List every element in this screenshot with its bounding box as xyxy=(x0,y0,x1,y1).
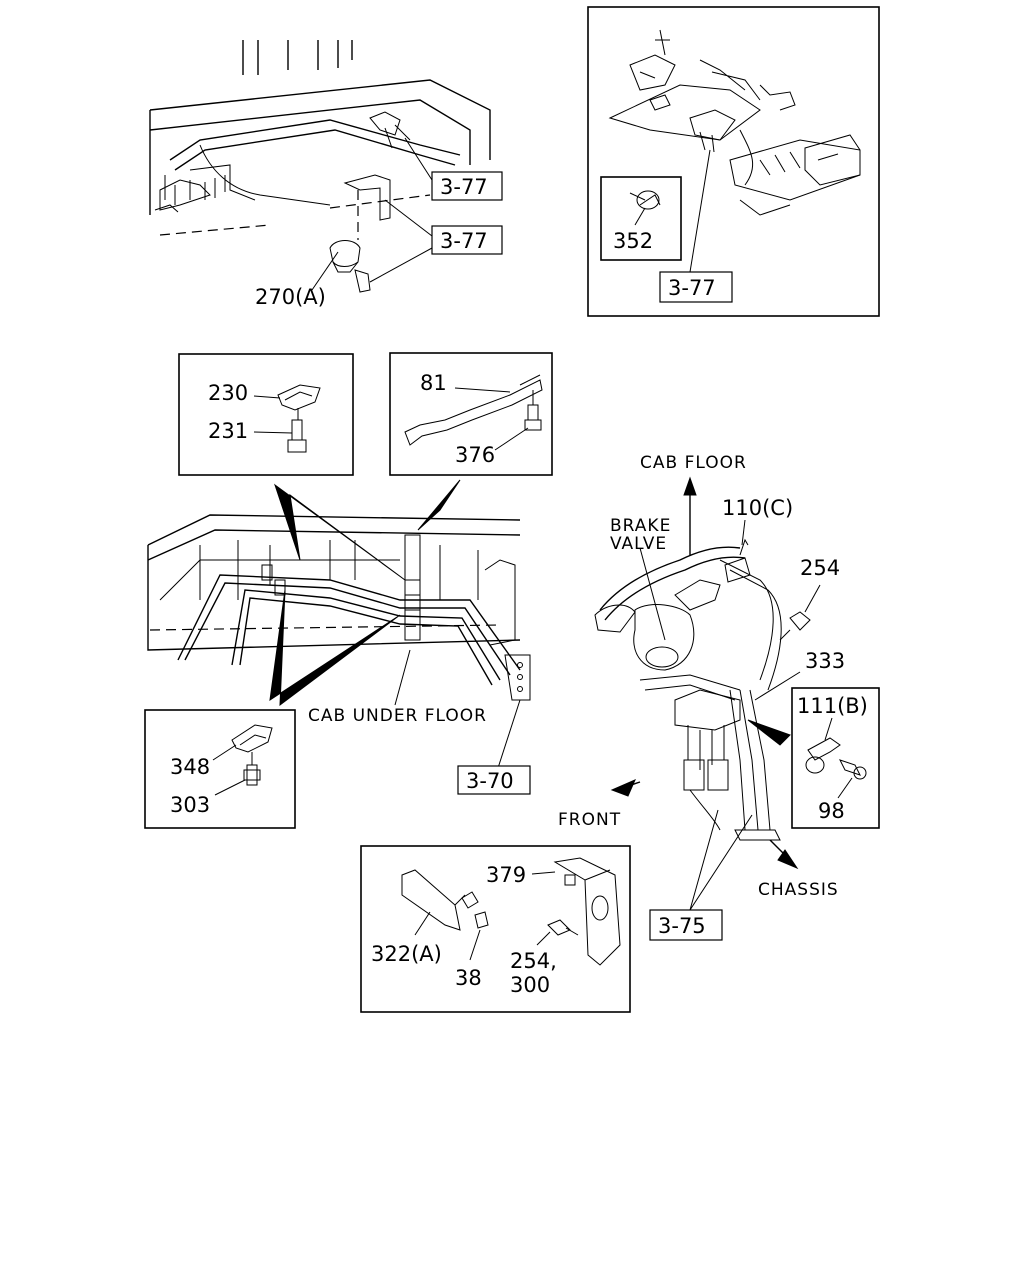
part-label-348: 348 xyxy=(170,755,210,779)
clip-230-bolt-231-drawing xyxy=(253,384,321,453)
part-label-270a: 270(A) xyxy=(255,285,326,309)
detail-box-111b-98 xyxy=(791,687,880,829)
part-label-379: 379 xyxy=(486,863,526,887)
cab-under-floor-assembly xyxy=(147,479,531,769)
clip-348-bolt-303-drawing xyxy=(212,724,273,796)
part-label-111b: 111(B) xyxy=(797,694,868,718)
part-label-230: 230 xyxy=(208,381,248,405)
detail-box-230-231 xyxy=(178,353,354,476)
clip-352-drawing xyxy=(629,190,661,226)
part-label-333: 333 xyxy=(805,649,845,673)
part-label-38: 38 xyxy=(455,966,482,990)
part-label-376: 376 xyxy=(455,443,495,467)
part-label-81: 81 xyxy=(420,371,447,395)
ref-label-1: 3-77 xyxy=(440,175,488,199)
part-label-98: 98 xyxy=(818,799,845,823)
ref-label-3: 3-77 xyxy=(668,276,716,300)
annotation-brake-valve-line1: BRAKE xyxy=(610,516,671,536)
ref-label-2: 3-77 xyxy=(440,229,488,253)
annotation-cab-floor: CAB FLOOR xyxy=(640,453,747,473)
ref-box-1 xyxy=(431,171,503,201)
detail-box-top-right xyxy=(587,6,880,317)
ref-label-4: 3-70 xyxy=(466,769,514,793)
annotation-chassis: CHASSIS xyxy=(758,880,839,900)
brackets-379-322a-drawing xyxy=(401,857,621,966)
ref-box-3 xyxy=(659,271,733,303)
brake-valve-assembly xyxy=(594,476,821,911)
part-label-110c: 110(C) xyxy=(722,496,793,520)
bracket-81-bolt-376-drawing xyxy=(404,374,543,451)
annotation-brake-valve-line2: VALVE xyxy=(610,534,667,554)
part-label-254: 254 xyxy=(800,556,840,580)
detail-box-81-376 xyxy=(389,352,553,476)
clip-111b-bolt-98-drawing xyxy=(805,717,867,799)
ref-box-2 xyxy=(431,225,503,255)
part-label-254-line1: 254, xyxy=(510,949,557,973)
part-label-231: 231 xyxy=(208,419,248,443)
part-label-303: 303 xyxy=(170,793,210,817)
annotation-cab-under-floor: CAB UNDER FLOOR xyxy=(308,706,487,726)
ref-label-5: 3-75 xyxy=(658,914,706,938)
part-label-352: 352 xyxy=(613,229,653,253)
part-label-254-line2: 300 xyxy=(510,973,550,997)
annotation-front: FRONT xyxy=(558,810,621,830)
ref-box-4 xyxy=(457,765,531,795)
part-label-322a: 322(A) xyxy=(371,942,442,966)
top-left-cab-assembly xyxy=(149,40,491,293)
detail-box-348-303 xyxy=(144,709,296,829)
detail-box-352 xyxy=(600,176,682,261)
ref-box-5 xyxy=(649,909,723,941)
